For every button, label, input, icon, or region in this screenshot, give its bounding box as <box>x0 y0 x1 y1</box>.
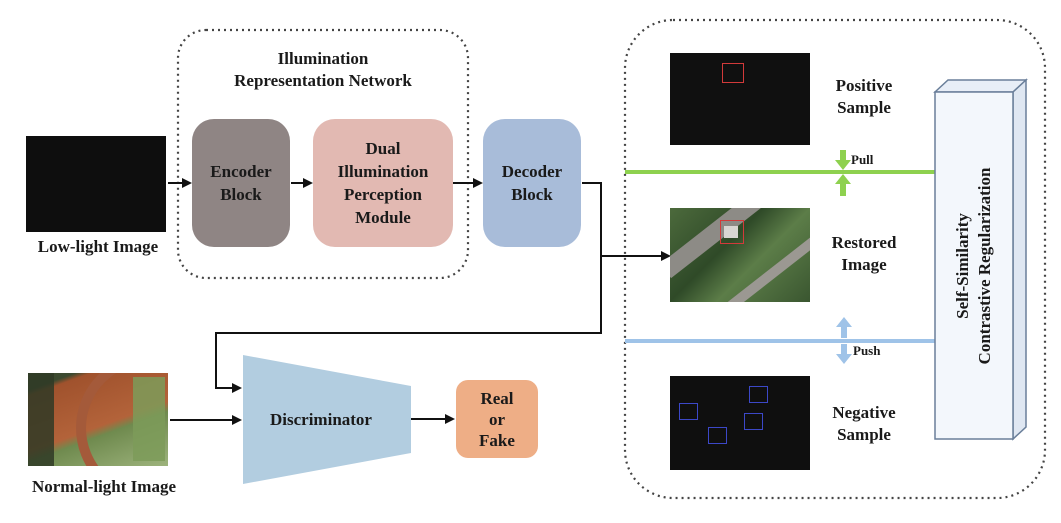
sscr-block-front <box>934 91 1014 440</box>
dipm-label: Dual Illumination Perception Module <box>337 139 429 227</box>
low-light-label: Low-light Image <box>37 237 159 256</box>
negative-patch-box <box>744 413 763 430</box>
positive-sample-image <box>670 53 810 145</box>
restored-image <box>670 208 810 302</box>
sscr-block-side <box>1012 78 1027 441</box>
push-label: Push <box>853 343 881 358</box>
real-or-fake-label: Real or Fake <box>479 388 515 450</box>
real-or-fake-block: Real or Fake <box>456 380 538 458</box>
decoder-block: Decoder Block <box>483 119 581 247</box>
push-arrow-up <box>836 317 852 338</box>
low-light-image <box>26 136 166 232</box>
irn-dotted-frame <box>176 28 470 280</box>
negative-patch-box <box>749 386 768 403</box>
irn-title: Illumination Representation Network <box>234 49 412 90</box>
restored-patch-box <box>720 220 744 244</box>
sscr-label: Self-Similarity Contrastive Regularizati… <box>953 167 994 365</box>
negative-sample-label: Negative Sample <box>832 403 896 444</box>
decoder-label: Decoder Block <box>501 162 563 204</box>
negative-sample-image <box>670 376 810 470</box>
push-arrow-down <box>836 344 852 364</box>
normal-light-label: Normal-light Image <box>31 477 176 496</box>
pull-arrow-down <box>835 150 851 170</box>
arrow-decoder-restored <box>582 182 671 261</box>
restored-image-label: Restored Image <box>831 233 897 274</box>
discriminator-label: Discriminator <box>270 410 372 429</box>
encoder-block: Encoder Block <box>192 119 290 247</box>
negative-patch-box <box>708 427 727 444</box>
negative-patch-box <box>679 403 698 420</box>
positive-patch-box <box>722 63 744 83</box>
sscr-dotted-frame <box>623 18 1047 500</box>
normal-light-image <box>28 373 168 466</box>
sscr-block-top <box>933 79 1028 93</box>
positive-sample-label: Positive Sample <box>835 76 893 117</box>
discriminator-shape <box>243 355 411 484</box>
dipm-block: Dual Illumination Perception Module <box>313 119 453 247</box>
encoder-label: Encoder Block <box>210 162 272 204</box>
pull-arrow-up <box>835 174 851 196</box>
pull-label: Pull <box>851 152 874 167</box>
arrow-decoder-discriminator <box>215 256 602 393</box>
